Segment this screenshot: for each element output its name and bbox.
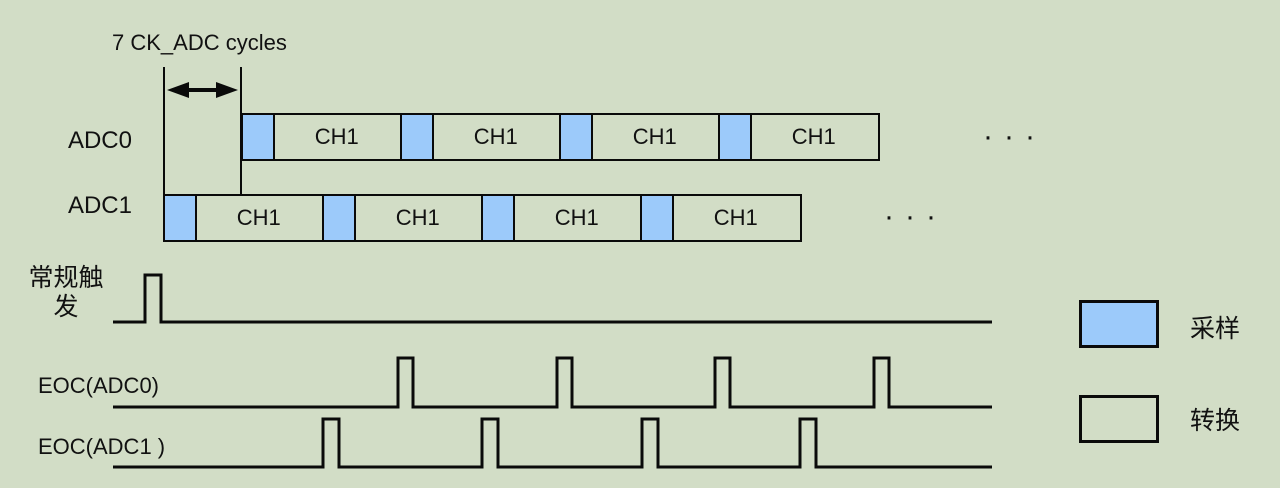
- regular-trigger-label: 常规触发: [28, 265, 104, 321]
- conversion-block-label: CH1: [791, 124, 836, 149]
- sample-block: [642, 196, 674, 240]
- adc0-conversion-sequence: CH1 CH1 CH1 CH1: [241, 113, 880, 161]
- conversion-cycle: CH1: [322, 194, 484, 242]
- regular-trigger-waveform: [113, 273, 992, 324]
- legend-conversion-label: 转换: [1190, 408, 1241, 435]
- conversion-cycle: CH1: [481, 194, 643, 242]
- conversion-cycle: CH1: [718, 113, 880, 161]
- legend-sample-label: 采样: [1190, 316, 1241, 343]
- conversion-block-label: CH1: [713, 205, 758, 230]
- conversion-block-label: CH1: [395, 205, 440, 230]
- sample-block: [720, 115, 752, 159]
- adc0-row-label: ADC0: [67, 127, 132, 154]
- adc1-row-label: ADC1: [67, 192, 132, 219]
- eoc-adc0-waveform: [113, 356, 992, 409]
- adc0-ellipsis: ···: [983, 120, 1046, 153]
- conversion-cycle: CH1: [400, 113, 562, 161]
- conversion-cycle: CH1: [559, 113, 721, 161]
- eoc-adc0-label: EOC(ADC0): [38, 373, 160, 398]
- sample-block: [483, 196, 515, 240]
- adc1-conversion-sequence: CH1 CH1 CH1 CH1: [163, 194, 802, 242]
- sample-block: [165, 196, 197, 240]
- dimension-arrowhead-right-icon: [216, 82, 238, 98]
- dimension-label: 7 CK_ADC cycles: [112, 30, 287, 55]
- sample-block: [402, 115, 434, 159]
- eoc-adc1-label: EOC(ADC1 ): [38, 434, 166, 459]
- conversion-block-label: CH1: [554, 205, 599, 230]
- sample-block: [324, 196, 356, 240]
- conversion-cycle: CH1: [241, 113, 403, 161]
- conversion-block-label: CH1: [314, 124, 359, 149]
- sample-block: [561, 115, 593, 159]
- conversion-cycle: CH1: [163, 194, 325, 242]
- conversion-block-label: CH1: [473, 124, 518, 149]
- legend-sample-swatch: [1079, 300, 1159, 348]
- sample-block: [243, 115, 275, 159]
- conversion-block-label: CH1: [632, 124, 677, 149]
- eoc-adc1-waveform: [113, 417, 992, 469]
- dimension-arrowhead-left-icon: [167, 82, 189, 98]
- legend-conversion-swatch: [1079, 395, 1159, 443]
- adc1-ellipsis: ···: [884, 200, 947, 233]
- conversion-block-label: CH1: [236, 205, 281, 230]
- conversion-cycle: CH1: [640, 194, 802, 242]
